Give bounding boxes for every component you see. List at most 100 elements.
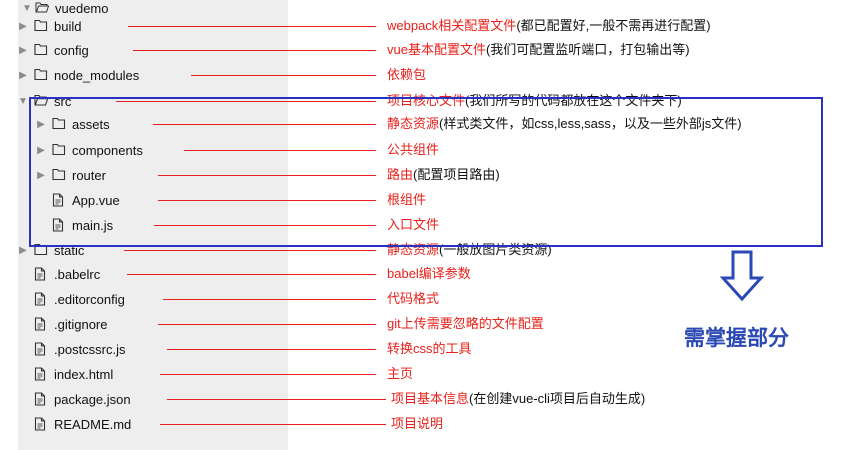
expand-arrow-icon[interactable]: ▶ xyxy=(37,144,45,156)
tree-item-label: .editorconfig xyxy=(54,291,125,307)
annotation-leader-line xyxy=(191,75,376,76)
annotation-title: 项目核心文件 xyxy=(387,93,466,108)
annotation-title: vue基本配置文件 xyxy=(387,42,486,57)
tree-item-index-html[interactable]: index.html xyxy=(18,363,113,385)
annotation-text: 转换css的工具 xyxy=(387,338,472,360)
collapse-arrow-icon[interactable]: ▼ xyxy=(18,95,28,107)
file-icon xyxy=(34,392,48,406)
tree-item-assets[interactable]: ▶ assets xyxy=(36,113,110,135)
annotation-text: 项目说明 xyxy=(391,413,443,435)
annotation-leader-line xyxy=(158,175,376,176)
tree-item-app-vue[interactable]: App.vue xyxy=(36,189,120,211)
annotation-title: 入口文件 xyxy=(387,217,440,232)
annotation-title: 依赖包 xyxy=(387,67,427,82)
annotation-title: 公共组件 xyxy=(387,142,440,157)
annotation-leader-line xyxy=(167,349,376,350)
tree-item-router[interactable]: ▶ router xyxy=(36,164,106,186)
annotation-text: 入口文件 xyxy=(387,214,439,236)
tree-item-label: README.md xyxy=(54,416,132,432)
tree-item-label: package.json xyxy=(54,391,131,407)
tree-item-label: index.html xyxy=(54,366,114,382)
annotation-note: (配置项目路由) xyxy=(413,167,500,182)
must-master-callout: 需掌握部分 xyxy=(684,327,789,350)
expand-arrow-icon[interactable]: ▶ xyxy=(19,20,27,32)
folder-icon xyxy=(52,143,66,157)
tree-item-components[interactable]: ▶ components xyxy=(36,139,143,161)
annotation-title: 静态资源 xyxy=(387,116,440,131)
tree-item-build[interactable]: ▶ build xyxy=(18,15,81,37)
annotation-text: 项目核心文件(我们所写的代码都放在这个文件夹下) xyxy=(387,90,682,112)
tree-item-label: assets xyxy=(72,116,110,132)
annotation-leader-line xyxy=(158,200,376,201)
annotation-text: 静态资源(样式类文件，如css,less,sass，以及一些外部js文件) xyxy=(387,113,742,135)
annotation-title: 转换css的工具 xyxy=(387,341,472,356)
tree-item-label: config xyxy=(54,42,89,58)
annotation-note: (在创建vue-cli项目后自动生成) xyxy=(469,391,646,406)
annotation-leader-line xyxy=(154,225,376,226)
core-section-highlight-box xyxy=(29,97,823,247)
annotation-title: 路由 xyxy=(387,167,414,182)
annotation-text: 代码格式 xyxy=(387,288,439,310)
annotation-leader-line xyxy=(116,101,376,102)
file-icon xyxy=(34,267,48,281)
tree-item-label: .babelrc xyxy=(54,266,101,282)
tree-item-postcssrc-js[interactable]: .postcssrc.js xyxy=(18,338,126,360)
tree-item-label: App.vue xyxy=(72,192,120,208)
annotation-text: 公共组件 xyxy=(387,139,439,161)
annotation-title: babel编译参数 xyxy=(387,266,471,281)
tree-item-babelrc[interactable]: .babelrc xyxy=(18,263,100,285)
expand-arrow-icon[interactable]: ▶ xyxy=(37,169,45,181)
folder-icon xyxy=(52,117,66,131)
file-icon xyxy=(34,317,48,331)
tree-item-config[interactable]: ▶ config xyxy=(18,39,89,61)
expand-arrow-icon[interactable]: ▼ xyxy=(22,2,32,14)
annotation-leader-line xyxy=(128,26,376,27)
annotation-title: 项目基本信息 xyxy=(391,391,470,406)
annotation-text: 依赖包 xyxy=(387,64,426,86)
annotation-leader-line xyxy=(158,324,376,325)
folder-icon xyxy=(52,168,66,182)
annotation-text: babel编译参数 xyxy=(387,263,471,285)
annotation-title: 主页 xyxy=(387,366,414,381)
annotation-text: 主页 xyxy=(387,363,413,385)
tree-item-label: main.js xyxy=(72,217,114,233)
expand-arrow-icon[interactable]: ▶ xyxy=(19,44,27,56)
tree-item-readme-md[interactable]: README.md xyxy=(18,413,131,435)
annotation-text: git上传需要忽略的文件配置 xyxy=(387,313,544,335)
annotation-note: (我们可配置监听端口，打包输出等) xyxy=(485,42,690,57)
annotation-leader-line xyxy=(167,399,386,400)
annotation-text: webpack相关配置文件(都已配置好,一般不需再进行配置) xyxy=(387,15,711,37)
expand-arrow-icon[interactable]: ▶ xyxy=(19,244,27,256)
tree-item-node-modules[interactable]: ▶ node_modules xyxy=(18,64,139,86)
annotation-title: 根组件 xyxy=(387,192,427,207)
tree-item-label: components xyxy=(72,142,143,158)
annotation-title: git上传需要忽略的文件配置 xyxy=(387,316,544,331)
file-icon xyxy=(34,342,48,356)
file-icon xyxy=(34,292,48,306)
tree-item-main-js[interactable]: main.js xyxy=(36,214,113,236)
tree-item-gitignore[interactable]: .gitignore xyxy=(18,313,107,335)
tree-item-label: router xyxy=(72,167,106,183)
tree-item-editorconfig[interactable]: .editorconfig xyxy=(18,288,125,310)
annotation-leader-line xyxy=(124,250,376,251)
tree-item-label: build xyxy=(54,18,82,34)
annotation-note: (都已配置好,一般不需再进行配置) xyxy=(516,18,711,33)
annotation-leader-line xyxy=(160,374,376,375)
file-icon xyxy=(34,367,48,381)
tree-item-label: node_modules xyxy=(54,67,140,83)
folder-icon xyxy=(34,68,48,82)
annotation-leader-line xyxy=(127,274,376,275)
annotation-text: 路由(配置项目路由) xyxy=(387,164,500,186)
expand-arrow-icon[interactable]: ▶ xyxy=(37,118,45,130)
tree-item-package-json[interactable]: package.json xyxy=(18,388,131,410)
annotation-text: vue基本配置文件(我们可配置监听端口，打包输出等) xyxy=(387,39,690,61)
annotation-title: 代码格式 xyxy=(387,291,440,306)
expand-arrow-icon[interactable]: ▶ xyxy=(19,69,27,81)
folder-icon xyxy=(34,43,48,57)
annotation-leader-line xyxy=(133,50,376,51)
file-icon xyxy=(52,218,66,232)
annotation-leader-line xyxy=(160,424,386,425)
annotation-title: webpack相关配置文件 xyxy=(387,18,517,33)
annotation-note: (样式类文件，如css,less,sass，以及一些外部js文件) xyxy=(439,116,742,131)
tree-root-vuedemo[interactable]: ▼ vuedemo xyxy=(22,0,108,16)
